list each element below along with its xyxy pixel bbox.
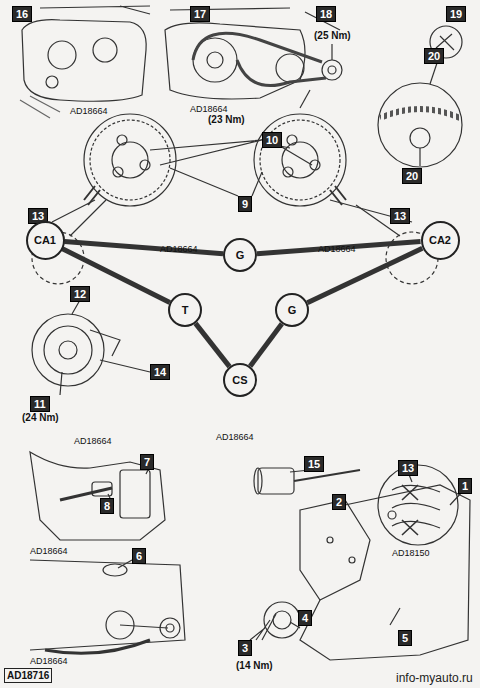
callout-number: 12	[70, 286, 90, 302]
belt-run	[62, 249, 169, 303]
pulley-label: T	[182, 304, 189, 316]
callout-number: 20	[402, 168, 422, 184]
pulley-label: G	[288, 304, 297, 316]
torque-value: (23 Nm)	[208, 114, 245, 125]
figure-code: AD18664	[216, 432, 254, 442]
belt-run	[250, 324, 282, 367]
belt-run	[196, 323, 230, 366]
figure-code: AD18664	[30, 656, 68, 666]
callout-number: 13	[390, 208, 410, 224]
torque-value: (25 Nm)	[314, 30, 351, 41]
torque-value: (24 Nm)	[22, 412, 59, 423]
figure-code: AD18664	[74, 436, 112, 446]
callout-number: 8	[100, 498, 114, 514]
pulley-circle: G	[275, 293, 309, 327]
pulley-label: CA2	[429, 234, 451, 246]
callout-number: 19	[446, 6, 466, 22]
callout-number: 15	[304, 456, 324, 472]
callout-number: 6	[132, 548, 146, 564]
belt-run	[64, 241, 223, 253]
figure-code: AD18664	[30, 546, 68, 556]
pulley-label: CS	[232, 374, 247, 386]
pulley-circle: G	[223, 238, 257, 272]
pulley-circle: CS	[223, 363, 257, 397]
pulley-label: G	[236, 249, 245, 261]
figure-code: AD18664	[70, 106, 108, 116]
watermark: info-myauto.ru	[396, 672, 473, 685]
pulley-circle: CA2	[421, 221, 460, 260]
callout-number: 18	[316, 6, 336, 22]
callout-number: 20	[424, 48, 444, 64]
callout-number: 11	[30, 396, 50, 412]
pulley-label: CA1	[34, 234, 56, 246]
callout-number: 7	[140, 454, 154, 470]
figure-code: AD18716	[4, 668, 52, 683]
figure-code: AD18664	[190, 104, 228, 114]
pulley-circle: T	[168, 293, 202, 327]
callout-number: 14	[150, 364, 170, 380]
pulley-circle: CA1	[26, 221, 65, 260]
callout-number: 9	[238, 196, 252, 212]
callout-number: 16	[12, 6, 32, 22]
figure-code: AD18150	[392, 548, 430, 558]
callout-number: 4	[298, 610, 312, 626]
callout-number: 17	[190, 6, 210, 22]
belt-run	[257, 241, 421, 253]
torque-value: (14 Nm)	[236, 660, 273, 671]
callout-number: 5	[398, 630, 412, 646]
callout-number: 10	[262, 132, 282, 148]
callout-number: 3	[238, 640, 252, 656]
callout-number: 2	[332, 494, 346, 510]
figure-code: AD18664	[318, 244, 356, 254]
belt-run	[307, 248, 422, 302]
callout-number: 1	[458, 478, 472, 494]
figure-code: AD18664	[160, 244, 198, 254]
callout-number: 13	[398, 460, 418, 476]
